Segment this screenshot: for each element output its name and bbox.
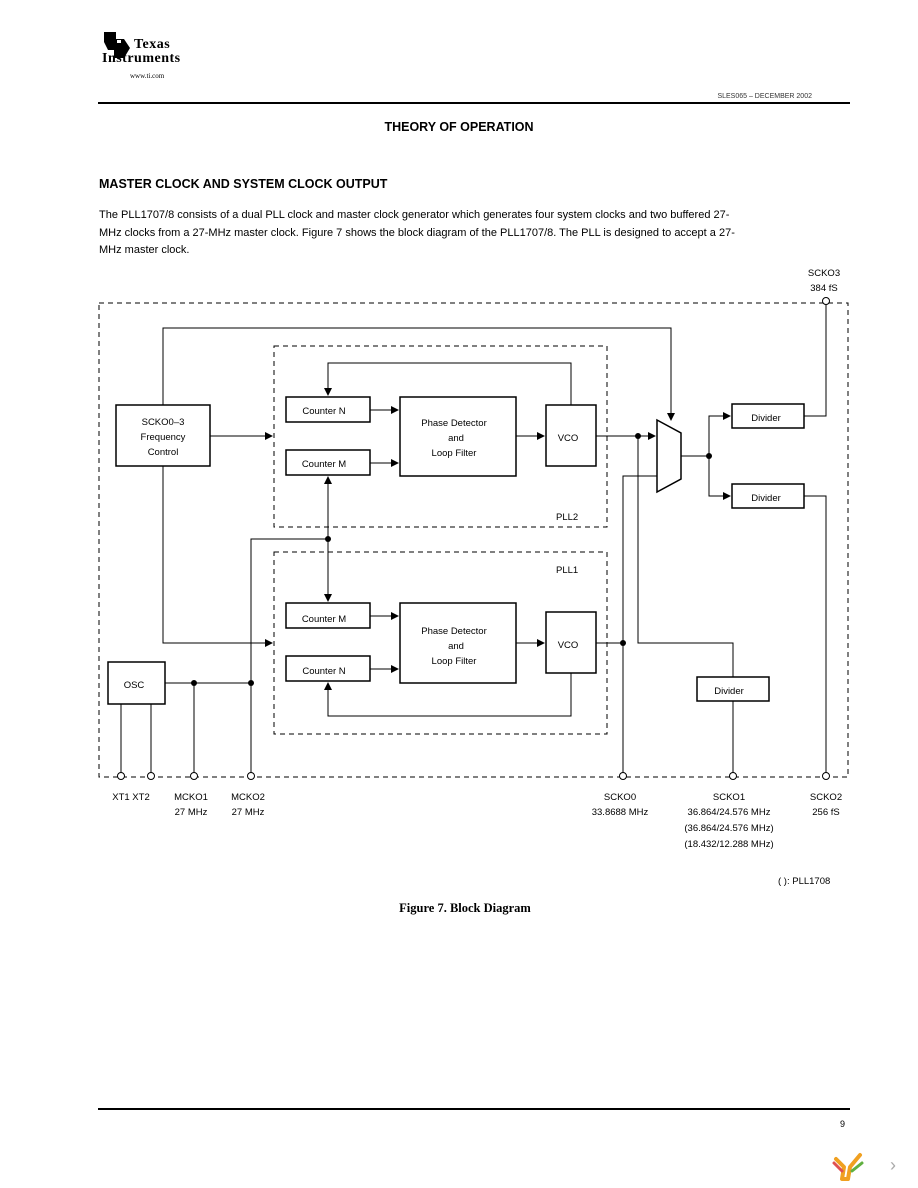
osc-label: OSC: [124, 680, 145, 691]
viewer-logo-icon: [832, 1153, 864, 1181]
divider-scko2-label: Divider: [751, 493, 781, 504]
signal-wires: [120, 304, 827, 773]
header-divider: [98, 102, 850, 104]
pll2-counter-m-label: Counter M: [302, 459, 346, 470]
output-multiplexer: [656, 418, 682, 494]
freq-control-label-2: Frequency: [141, 432, 186, 443]
pll1-counter-n-label: Counter N: [302, 666, 345, 677]
pll1-counter-m-label: Counter M: [302, 614, 346, 625]
ti-emblem-icon: [104, 32, 130, 58]
pll1-detector-label-3: Loop Filter: [432, 656, 477, 667]
divider-scko2-block: [731, 483, 805, 509]
pll1-label: PLL1: [556, 565, 578, 576]
footer-divider: [98, 1108, 850, 1110]
pin-scko2-freq: 256 fS: [812, 807, 839, 818]
brand-name-line1: Texas: [134, 37, 171, 52]
pin-mcko2-freq: 27 MHz: [232, 807, 265, 818]
subsection-title: MASTER CLOCK AND SYSTEM CLOCK OUTPUT: [99, 177, 388, 191]
pll2-counter-m-block: [285, 449, 371, 476]
figure-caption: Figure 7. Block Diagram: [399, 901, 531, 915]
pin-mcko1-name: MCKO1: [174, 792, 208, 803]
pll1-phase-detector-block: [399, 602, 517, 684]
pll2-detector-label-2: and: [448, 433, 464, 444]
divider-scko3-label: Divider: [751, 413, 781, 424]
next-page-arrow-icon[interactable]: ›: [890, 1155, 896, 1175]
pin-terminals: [117, 297, 830, 780]
pll2-vco-label: VCO: [558, 433, 579, 444]
pll1-counter-n-block: [285, 655, 371, 682]
document-id: SLES065 – DECEMBER 2002: [717, 93, 812, 100]
pin-scko0-freq: 33.8688 MHz: [592, 807, 649, 818]
ti-logo: Texas Instruments www.ti.com: [100, 30, 220, 84]
page-number: 9: [840, 1119, 846, 1129]
pin-mcko2-name: MCKO2: [231, 792, 265, 803]
page-nav-widget: ›: [822, 1143, 916, 1188]
divider-scko1-label: Divider: [714, 686, 744, 697]
pll2-label: PLL2: [556, 512, 578, 523]
pin-scko1-freq-pll1708-b: (18.432/12.288 MHz): [684, 839, 773, 850]
pll2-counter-n-label: Counter N: [302, 406, 345, 417]
pll1-vco-label: VCO: [558, 640, 579, 651]
diagram-footnote: ( ): PLL1708: [778, 876, 830, 887]
divider-scko3-block: [731, 403, 805, 429]
pll2-phase-detector-block: [399, 396, 517, 477]
junction-dots: [191, 433, 712, 686]
pll2-vco-block: [545, 404, 597, 467]
freq-control-label-3: Control: [148, 447, 179, 458]
pll2-detector-label-1: Phase Detector: [421, 418, 486, 429]
pll1-detector-label-2: and: [448, 641, 464, 652]
freq-control-label-1: SCKO0–3: [142, 417, 185, 428]
block-diagram: SCKO0–3 Frequency Control Counter N Coun…: [98, 268, 849, 887]
osc-block: [107, 661, 166, 705]
pin-scko3-freq: 384 fS: [810, 283, 837, 294]
body-paragraph: The PLL1707/8 consists of a dual PLL clo…: [99, 209, 735, 256]
chip-boundary: [98, 302, 849, 778]
pin-scko0-name: SCKO0: [604, 792, 636, 803]
pin-scko3-name: SCKO3: [808, 268, 840, 279]
pll2-detector-label-3: Loop Filter: [432, 448, 477, 459]
brand-name-line2: Instruments: [102, 51, 181, 66]
pin-mcko1-freq: 27 MHz: [175, 807, 208, 818]
pll2-counter-n-block: [285, 396, 371, 423]
pin-xt-label: XT1 XT2: [112, 792, 150, 803]
pll1-vco-block: [545, 611, 597, 674]
pll1-detector-label-1: Phase Detector: [421, 626, 486, 637]
pin-scko2-name: SCKO2: [810, 792, 842, 803]
pin-scko1-freq-pll1708-a: (36.864/24.576 MHz): [684, 823, 773, 834]
divider-scko1-block: [696, 676, 770, 702]
pin-scko1-name: SCKO1: [713, 792, 745, 803]
brand-url[interactable]: www.ti.com: [130, 72, 165, 80]
section-title: THEORY OF OPERATION: [384, 120, 534, 134]
pin-scko1-freq: 36.864/24.576 MHz: [688, 807, 771, 818]
